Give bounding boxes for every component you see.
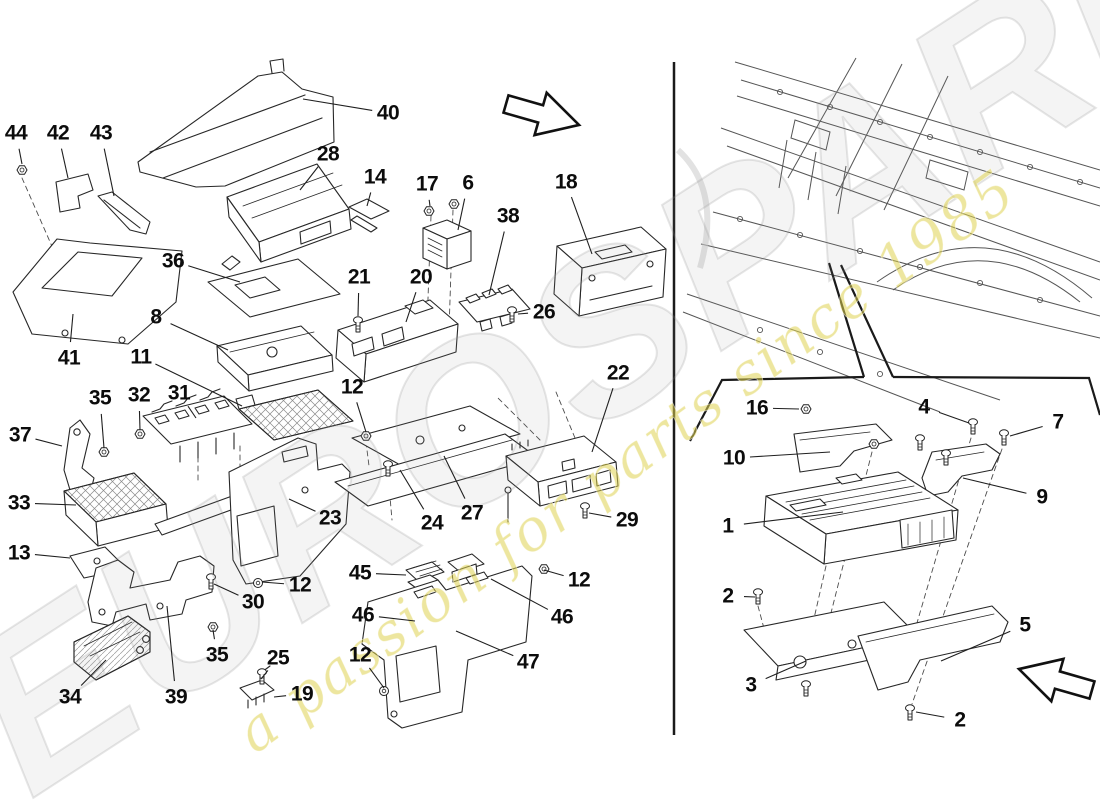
leader-line-left-44 [18, 148, 23, 165]
part-28-control-unit [226, 163, 352, 263]
leader-line-left-23 [288, 498, 316, 512]
leader-line-left-11 [155, 363, 243, 407]
leader-line-right-10 [749, 451, 831, 458]
part-40-cover [137, 58, 335, 188]
leader-line-right-4 [938, 411, 970, 424]
leader-line-left-46 [378, 616, 416, 622]
part-31-fuse-carrier [142, 388, 253, 463]
leader-line-left-34 [80, 659, 107, 686]
part-14-connector [348, 198, 390, 233]
leader-line-left-27 [443, 455, 466, 499]
part-11-relay-plate [235, 389, 354, 441]
leader-line-left-45 [375, 573, 407, 576]
part-19-connector [239, 665, 275, 709]
leader-line-right-9 [962, 477, 1027, 494]
part-9-bracket [921, 443, 1001, 497]
left-exploded-view [12, 58, 667, 729]
leader-line-left-12 [543, 569, 564, 577]
leader-line-right-5 [940, 630, 1011, 662]
leader-line-right-3 [765, 660, 807, 680]
leader-line-left-28 [299, 166, 319, 191]
direction-arrow-bottom [1011, 646, 1100, 713]
part-22-control-unit [504, 435, 619, 523]
leader-line-left-24 [399, 469, 425, 510]
leader-line-left-33 [34, 503, 77, 506]
leader-line-left-35 [100, 413, 105, 449]
leader-line-left-30 [213, 583, 239, 596]
part-33-relay-block [63, 472, 169, 547]
part-5-frame-rail [857, 605, 1009, 691]
part-6-module [422, 219, 472, 270]
leader-line-left-43 [103, 148, 115, 197]
leader-line-left-36 [188, 265, 241, 283]
leader-line-left-38 [488, 231, 505, 296]
leader-line-left-12 [368, 667, 385, 689]
chassis-overview-sketch [675, 57, 1100, 413]
part-1-engine-control-unit [763, 471, 959, 565]
part-10-rail [793, 423, 893, 473]
part-37-arm-bracket [63, 419, 95, 495]
part-47-bracket [361, 565, 533, 729]
leader-line-left-26 [517, 312, 529, 315]
leader-line-left-8 [170, 323, 229, 351]
leader-line-left-19 [273, 695, 287, 698]
detail-callout-box [689, 262, 1100, 442]
part-42-bracket [55, 173, 94, 213]
part-27-plate [351, 405, 521, 467]
leader-line-left-31 [187, 405, 197, 419]
leader-line-left-39 [166, 605, 175, 682]
part-18-radio-unit [553, 226, 667, 317]
part-41-bracket-tray [12, 238, 183, 345]
leader-line-left-12 [261, 581, 285, 585]
leader-line-right-7 [1009, 425, 1043, 437]
leader-line-left-32 [138, 410, 141, 431]
leader-line-left-20 [405, 292, 417, 323]
leader-line-right-16 [772, 407, 800, 410]
part-45-ribbed-block [405, 560, 445, 589]
leader-line-right-2 [915, 711, 945, 718]
leader-lines-layer [18, 98, 1043, 718]
leader-line-left-47 [455, 630, 514, 657]
leader-line-left-17 [428, 199, 431, 207]
detail-parts-view [743, 404, 1100, 721]
part-20-bracket [335, 299, 459, 383]
leader-line-left-12 [356, 402, 367, 433]
part-46-connector-right [447, 553, 485, 583]
leader-line-left-14 [366, 192, 372, 207]
part-43-strip [97, 191, 151, 235]
leader-line-left-35 [212, 629, 216, 640]
leader-line-left-46 [490, 578, 549, 610]
leader-line-right-1 [743, 511, 844, 525]
leader-line-left-18 [570, 196, 593, 255]
part-8-control-unit [216, 325, 334, 392]
leader-line-left-41 [69, 313, 74, 343]
part-23-bracket [228, 437, 351, 585]
leader-line-left-42 [60, 148, 69, 179]
leader-line-left-37 [35, 438, 63, 447]
leader-line-left-6 [457, 198, 466, 231]
leader-line-left-13 [34, 554, 71, 559]
part-34-control-module [73, 615, 151, 681]
leader-line-left-29 [588, 512, 612, 518]
part-36-bracket [207, 255, 341, 318]
direction-arrow-top [498, 81, 587, 148]
leader-line-left-25 [260, 670, 269, 680]
leader-line-left-21 [357, 292, 360, 317]
leader-line-left-22 [591, 388, 614, 453]
leader-line-left-40 [302, 98, 373, 111]
